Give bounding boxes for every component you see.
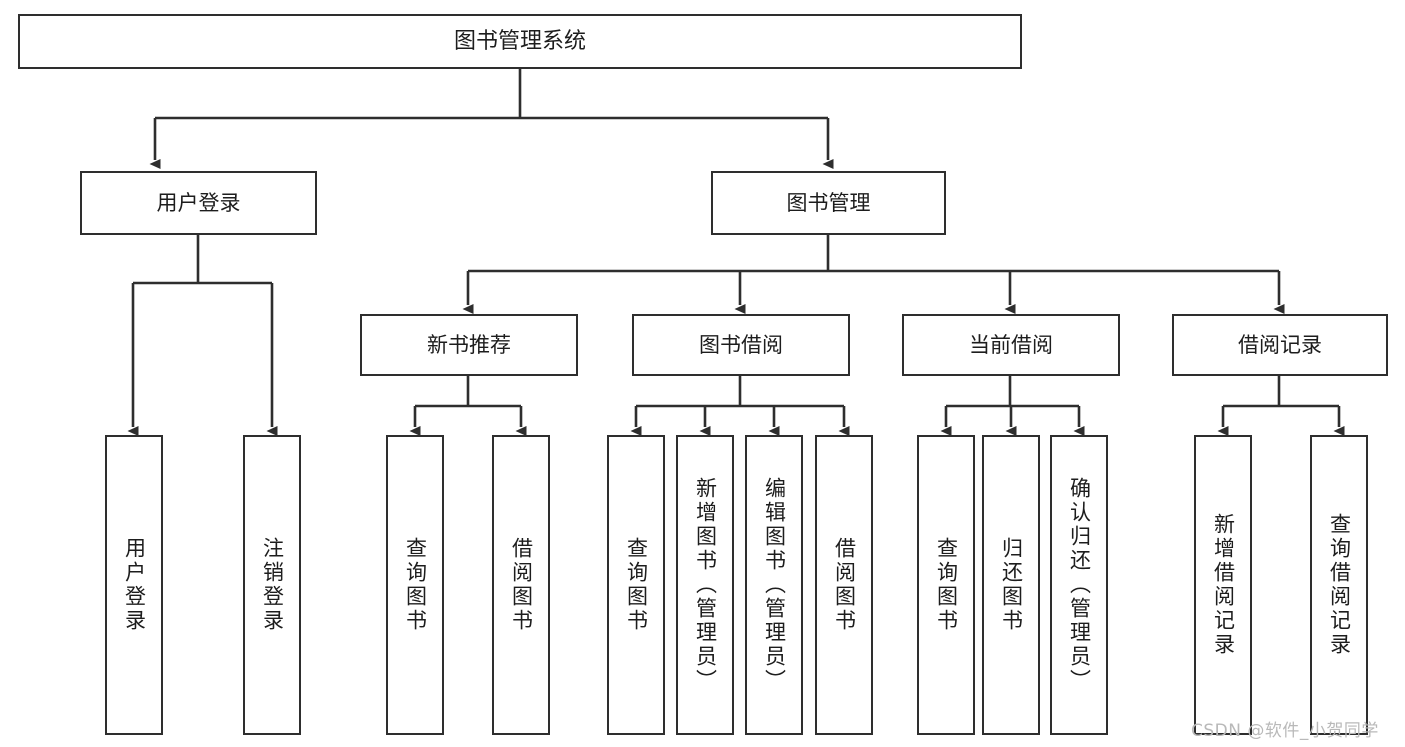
node-root[interactable]: 图书管理系统 <box>18 14 1022 69</box>
node-leaf-edit-book-label: 编辑图书（管理员） <box>762 477 787 693</box>
node-book-manage-label: 图书管理 <box>786 190 871 215</box>
node-new-book-recommend[interactable]: 新书推荐 <box>360 314 578 376</box>
node-new-book-recommend-label: 新书推荐 <box>427 332 511 357</box>
node-leaf-query-book-2-label: 查询图书 <box>624 537 649 633</box>
node-user-login[interactable]: 用户登录 <box>80 171 317 235</box>
node-leaf-borrow-book-1-label: 借阅图书 <box>509 537 534 633</box>
csdn-watermark: CSDN @软件_小贺同学 <box>1191 721 1379 741</box>
node-leaf-borrow-book-2[interactable]: 借阅图书 <box>815 435 873 735</box>
node-leaf-user-login-label: 用户登录 <box>122 537 147 633</box>
node-leaf-borrow-book-2-label: 借阅图书 <box>832 537 857 633</box>
node-leaf-query-record[interactable]: 查询借阅记录 <box>1310 435 1368 735</box>
node-leaf-confirm-return-label: 确认归还（管理员） <box>1067 477 1092 693</box>
node-root-label: 图书管理系统 <box>453 28 586 54</box>
node-leaf-return-book-label: 归还图书 <box>999 537 1024 633</box>
node-leaf-query-book-3[interactable]: 查询图书 <box>917 435 975 735</box>
node-leaf-add-book[interactable]: 新增图书（管理员） <box>676 435 734 735</box>
node-borrow-record[interactable]: 借阅记录 <box>1172 314 1388 376</box>
node-leaf-logout-label: 注销登录 <box>260 537 285 633</box>
node-leaf-edit-book[interactable]: 编辑图书（管理员） <box>745 435 803 735</box>
node-book-manage[interactable]: 图书管理 <box>711 171 946 235</box>
node-leaf-borrow-book-1[interactable]: 借阅图书 <box>492 435 550 735</box>
node-leaf-query-record-label: 查询借阅记录 <box>1327 513 1352 657</box>
node-leaf-logout[interactable]: 注销登录 <box>243 435 301 735</box>
node-current-borrow-label: 当前借阅 <box>969 332 1053 357</box>
node-leaf-add-book-label: 新增图书（管理员） <box>693 477 718 693</box>
node-leaf-query-book-1-label: 查询图书 <box>403 537 428 633</box>
node-leaf-add-record-label: 新增借阅记录 <box>1211 513 1236 657</box>
node-book-borrow-label: 图书借阅 <box>699 332 783 357</box>
node-user-login-label: 用户登录 <box>156 190 241 215</box>
node-leaf-add-record[interactable]: 新增借阅记录 <box>1194 435 1252 735</box>
node-leaf-query-book-2[interactable]: 查询图书 <box>607 435 665 735</box>
node-current-borrow[interactable]: 当前借阅 <box>902 314 1120 376</box>
node-book-borrow[interactable]: 图书借阅 <box>632 314 850 376</box>
node-borrow-record-label: 借阅记录 <box>1238 332 1322 357</box>
node-leaf-confirm-return[interactable]: 确认归还（管理员） <box>1050 435 1108 735</box>
node-leaf-user-login[interactable]: 用户登录 <box>105 435 163 735</box>
node-leaf-query-book-3-label: 查询图书 <box>934 537 959 633</box>
node-leaf-return-book[interactable]: 归还图书 <box>982 435 1040 735</box>
node-leaf-query-book-1[interactable]: 查询图书 <box>386 435 444 735</box>
